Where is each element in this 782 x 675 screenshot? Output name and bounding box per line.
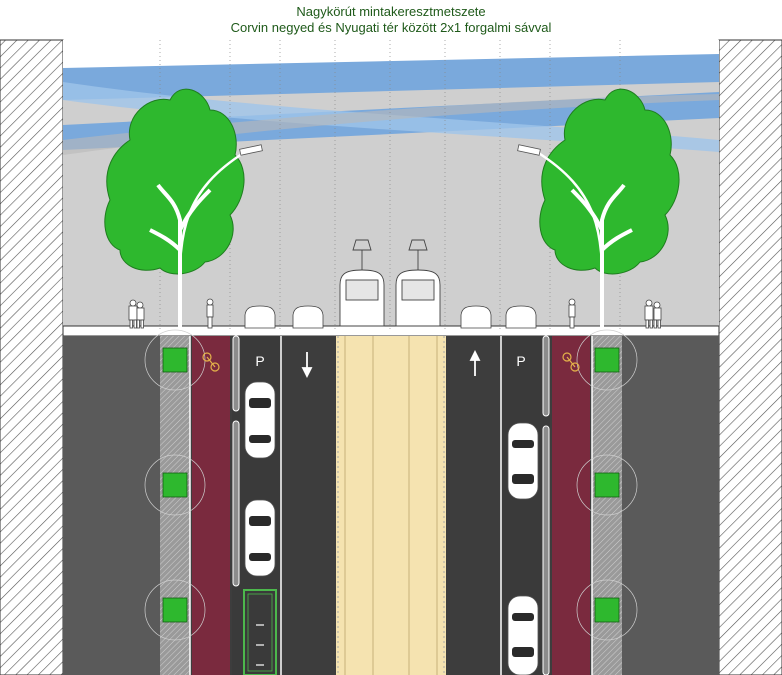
bike-lane-right	[552, 336, 590, 675]
sidewalk-right	[622, 336, 719, 675]
tram-track-bed	[336, 336, 446, 675]
tree-strip-left	[160, 336, 190, 675]
building-wall-right	[718, 39, 782, 675]
tree-icon	[104, 88, 245, 330]
elevation-ground	[62, 325, 720, 337]
bicycle-icon	[568, 298, 576, 329]
pedestrian-icon	[128, 299, 145, 329]
direction-arrow-icon	[301, 352, 313, 379]
bicycle-icon	[206, 298, 214, 329]
sidewalk-left	[63, 336, 160, 675]
tree-strip-right	[592, 336, 622, 675]
diagram-subtitle: Corvin negyed és Nyugati tér között 2x1 …	[230, 20, 552, 35]
parking-label-left: P	[255, 353, 264, 369]
parking-label-right: P	[516, 353, 525, 369]
green-bay-marking	[243, 589, 277, 675]
pedestrian-icon	[644, 299, 662, 329]
diagram-title: Nagykörút mintakeresztmetszete	[296, 4, 486, 19]
diagram-title-block: Nagykörút mintakeresztmetszete Corvin ne…	[0, 4, 782, 36]
street-lamp-icon	[517, 144, 541, 156]
sky-band-4	[63, 94, 719, 155]
tree-icon	[162, 347, 620, 623]
tree-icon	[539, 88, 680, 330]
building-wall-left	[0, 39, 64, 675]
tram-icon	[339, 239, 441, 327]
street-lamp-icon	[178, 150, 246, 301]
direction-arrow-icon	[469, 349, 481, 376]
street-lamp-icon	[536, 150, 604, 301]
bicycle-icon	[202, 352, 580, 372]
street-lamp-icon	[239, 144, 263, 156]
bike-lane-left	[192, 336, 230, 675]
sky-band-1	[63, 54, 719, 100]
car-icon	[244, 305, 537, 329]
